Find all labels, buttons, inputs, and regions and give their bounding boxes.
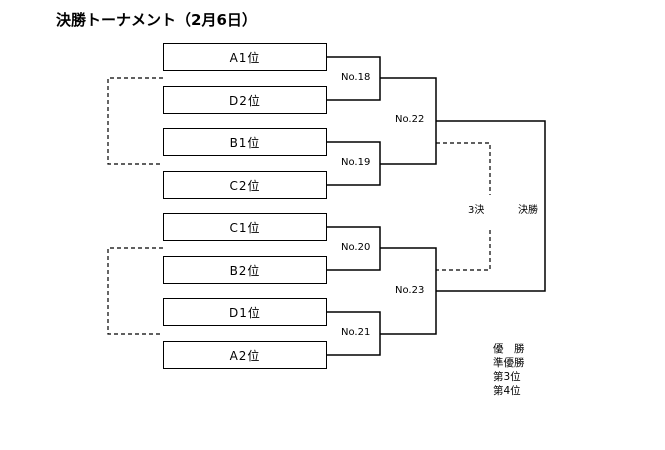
seed-c2: C2位 xyxy=(163,171,327,199)
final-label: 決勝 xyxy=(518,205,538,216)
dashed-loop-bottom xyxy=(107,247,163,335)
seed-b2: B2位 xyxy=(163,256,327,284)
page-title: 決勝トーナメント（2月6日） xyxy=(56,11,257,29)
dashed-loop-top xyxy=(107,77,163,165)
match-label-no19: No.19 xyxy=(341,157,371,168)
seed-a1: A1位 xyxy=(163,43,327,71)
match-label-no23: No.23 xyxy=(395,285,425,296)
seed-d2: D2位 xyxy=(163,86,327,114)
match-label-no22: No.22 xyxy=(395,114,425,125)
seed-c1: C1位 xyxy=(163,213,327,241)
seed-a2: A2位 xyxy=(163,341,327,369)
result-champion: 優 勝 xyxy=(493,343,525,355)
connector-final xyxy=(436,120,546,292)
results-list: 優 勝 準優勝 第3位 第4位 xyxy=(493,342,525,398)
dashed-third-bottom xyxy=(436,230,491,271)
dashed-third-top xyxy=(436,142,491,195)
seed-d1: D1位 xyxy=(163,298,327,326)
result-third: 第3位 xyxy=(493,371,521,383)
result-runner-up: 準優勝 xyxy=(493,357,525,369)
third-place-label: 3決 xyxy=(468,205,485,216)
match-label-no18: No.18 xyxy=(341,72,371,83)
match-label-no20: No.20 xyxy=(341,242,371,253)
match-label-no21: No.21 xyxy=(341,327,371,338)
result-fourth: 第4位 xyxy=(493,385,521,397)
seed-b1: B1位 xyxy=(163,128,327,156)
